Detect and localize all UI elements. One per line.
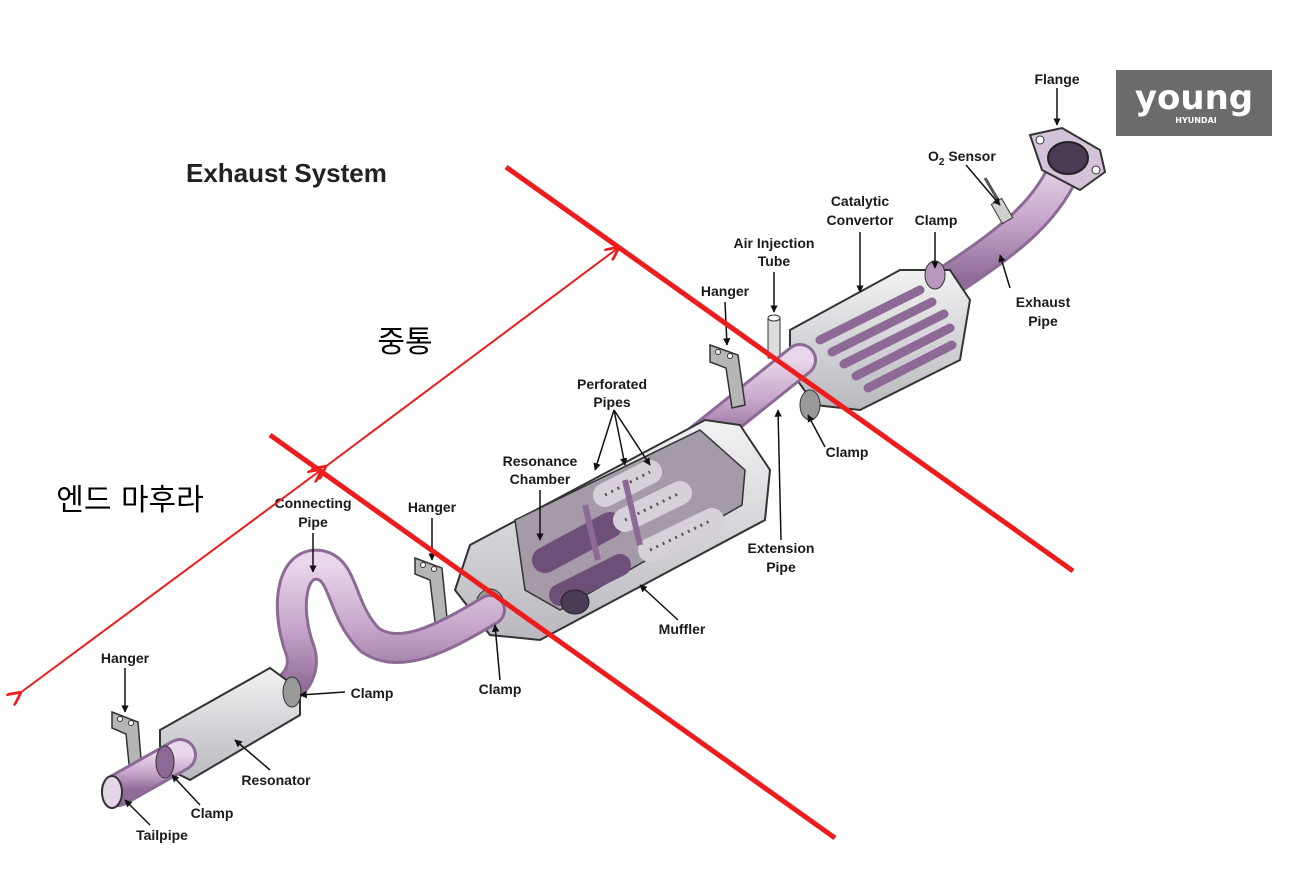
hanger-top-hole — [715, 349, 721, 355]
flange-bolt-hole — [1035, 135, 1045, 145]
label-exhaust-pipe-1: Exhaust — [1016, 294, 1071, 310]
label-clamp-mid: Clamp — [826, 444, 869, 460]
label-extension-2: Pipe — [766, 559, 796, 575]
label-air-injection-1: Air Injection — [734, 235, 815, 251]
muffler-outlet — [560, 589, 590, 615]
label-resonator: Resonator — [241, 772, 311, 788]
label-o2-o: O — [928, 148, 939, 164]
label-o2-sub: 2 — [939, 157, 945, 168]
label-catalytic-1: Catalytic — [831, 193, 890, 209]
diagram-title: Exhaust System — [186, 158, 387, 188]
label-air-injection-2: Tube — [758, 253, 791, 269]
korean-label-end-section: 엔드 마후라 — [56, 483, 204, 518]
section-annotations: 중통 엔드 마후라 — [20, 164, 1075, 841]
label-resonance-1: Resonance — [503, 453, 578, 469]
label-hanger-low: Hanger — [101, 650, 150, 666]
resonator-clamp-ring — [282, 676, 302, 708]
label-tailpipe: Tailpipe — [136, 827, 188, 843]
label-perforated-1: Perforated — [577, 376, 647, 392]
logo-sub: HYUNDAI — [1175, 116, 1217, 125]
hanger-top — [709, 343, 746, 409]
tail-clamp-ring — [155, 745, 175, 779]
hanger-top-hole — [727, 353, 733, 359]
tailpipe-outlet — [101, 775, 123, 809]
label-flange: Flange — [1034, 71, 1079, 87]
label-o2-rest: Sensor — [944, 148, 996, 164]
label-exhaust-pipe-2: Pipe — [1028, 313, 1058, 329]
label-resonance-2: Chamber — [510, 471, 571, 487]
air-injection-tube-top — [767, 314, 781, 322]
label-muffler: Muffler — [659, 621, 706, 637]
muffler-baffles — [582, 479, 643, 561]
catalytic-ribs — [815, 285, 957, 393]
divider-line-rear — [268, 432, 837, 841]
label-clamp-tail: Clamp — [191, 805, 234, 821]
extension-clamp-ring — [799, 389, 821, 421]
korean-label-middle-section: 중통 — [377, 325, 432, 360]
muffler-inner-pipe — [532, 512, 623, 573]
o2-sensor — [983, 177, 1014, 225]
logo-background — [1116, 70, 1272, 136]
extension-clamp — [799, 389, 821, 421]
young-hyundai-logo: young HYUNDAI — [1116, 70, 1272, 136]
catalytic-converter — [789, 260, 972, 412]
label-connecting-1: Connecting — [275, 495, 352, 511]
leader-clamp-resonator — [299, 690, 346, 699]
leader-clamp-muffler — [491, 624, 501, 681]
label-connecting-2: Pipe — [298, 514, 328, 530]
label-perforated-2: Pipes — [593, 394, 631, 410]
perforation-holes — [604, 470, 713, 552]
label-catalytic-2: Convertor — [827, 212, 894, 228]
exhaust-assembly — [101, 126, 1107, 809]
flange — [1028, 126, 1107, 192]
leader-resonator — [234, 739, 271, 771]
label-clamp-muffler: Clamp — [479, 681, 522, 697]
divider-line-front — [504, 164, 1075, 574]
leader-clamp-mid — [807, 414, 826, 448]
hanger-top-bracket — [709, 343, 746, 409]
label-clamp-resonator: Clamp — [351, 685, 394, 701]
span-arrow-middle — [325, 248, 618, 467]
muffler — [453, 418, 772, 642]
label-clamp-top: Clamp — [915, 212, 958, 228]
flange-opening — [1047, 141, 1089, 175]
hanger-low-hole — [128, 720, 134, 726]
hanger-low-hole — [117, 716, 123, 722]
hanger-middle-hole — [420, 562, 426, 568]
flange-bolt-hole — [1091, 165, 1101, 175]
o2-sensor-body — [990, 197, 1014, 225]
leader-clamp-tail — [171, 774, 201, 806]
label-hanger-top: Hanger — [701, 283, 750, 299]
leader-o2-sensor — [965, 164, 1001, 206]
hanger-middle-hole — [431, 566, 437, 572]
muffler-inner-pipe — [549, 554, 631, 606]
leader-perforated-a — [593, 409, 615, 471]
logo-brand: young — [1135, 78, 1253, 118]
label-hanger-mid: Hanger — [408, 499, 457, 515]
leader-exhaust-pipe — [998, 254, 1011, 289]
span-arrow-end — [20, 470, 321, 693]
leader-muffler — [639, 584, 679, 621]
label-extension-1: Extension — [748, 540, 815, 556]
label-o2-sensor: O2 Sensor — [928, 148, 996, 168]
air-injection-tube — [767, 314, 781, 359]
leader-extension-pipe — [774, 409, 782, 541]
leader-tailpipe — [124, 799, 151, 826]
